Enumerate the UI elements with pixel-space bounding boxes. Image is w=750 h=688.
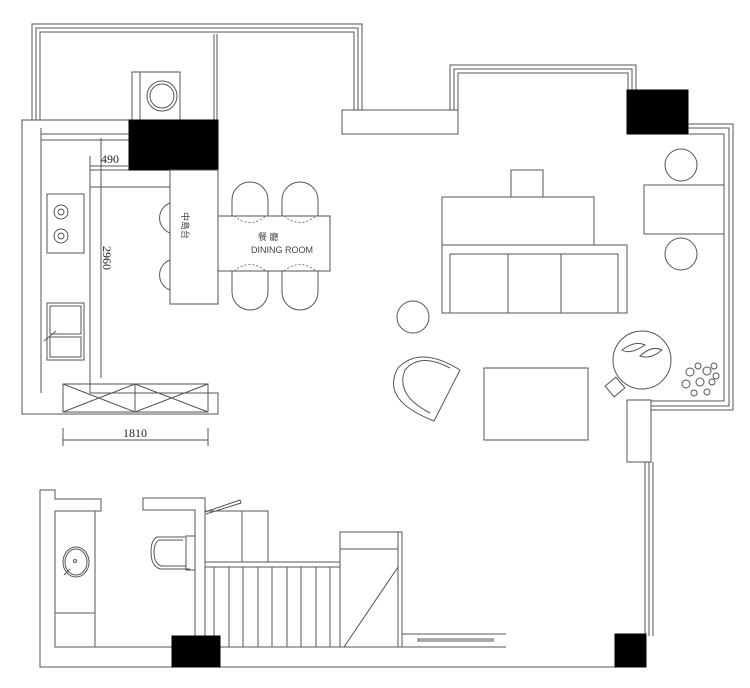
svg-text:2960: 2960 [100, 246, 114, 270]
island-label: 中島台 [180, 212, 191, 239]
desk [644, 185, 724, 234]
dining-table [218, 216, 330, 271]
window-bottom [418, 639, 493, 641]
tv-cabinet [442, 197, 594, 245]
side-table [397, 301, 429, 333]
dining-label-en: DINING ROOM [251, 245, 313, 255]
stool [665, 149, 697, 181]
column [129, 120, 218, 170]
staircase [205, 500, 402, 647]
washing-machine-drum-inner [150, 84, 174, 108]
burner-icon [54, 229, 68, 243]
column [615, 634, 646, 667]
stove [47, 194, 84, 253]
bay-window-top [450, 65, 636, 110]
column-right [627, 400, 651, 462]
dimension-1810: 1810 [63, 426, 208, 446]
window-right [645, 462, 653, 636]
dimension-2960: 2960 [100, 138, 114, 378]
dimension-490: 490 [90, 152, 129, 170]
column [172, 636, 220, 667]
bottom-wall [220, 634, 645, 667]
dining-label-cn: 餐 廳 [258, 231, 279, 242]
sofa-seat [450, 254, 618, 313]
kitchen-island [170, 170, 218, 304]
dining-chairs [232, 182, 318, 310]
plant-icon [682, 363, 719, 396]
sofa [442, 245, 627, 313]
coffee-table [484, 368, 588, 440]
kitchen-sink [47, 303, 84, 360]
bay-window-right [651, 124, 733, 410]
ledge [342, 110, 458, 134]
washing-machine-drum [147, 81, 177, 111]
balcony-top-left [32, 24, 362, 120]
svg-text:1810: 1810 [123, 426, 147, 440]
armchair [394, 357, 461, 421]
column [627, 90, 688, 134]
washing-machine [132, 72, 180, 120]
vanity [55, 511, 95, 647]
faucet-icon [44, 331, 56, 341]
toilet [151, 536, 195, 570]
burner-icon [54, 205, 68, 219]
lounge-chair [605, 331, 671, 397]
wash-basin [63, 547, 89, 577]
bar-stool [160, 203, 170, 233]
svg-text:490: 490 [101, 152, 119, 166]
bar-stool [160, 260, 170, 290]
stool [665, 238, 697, 270]
bathroom [40, 490, 205, 667]
